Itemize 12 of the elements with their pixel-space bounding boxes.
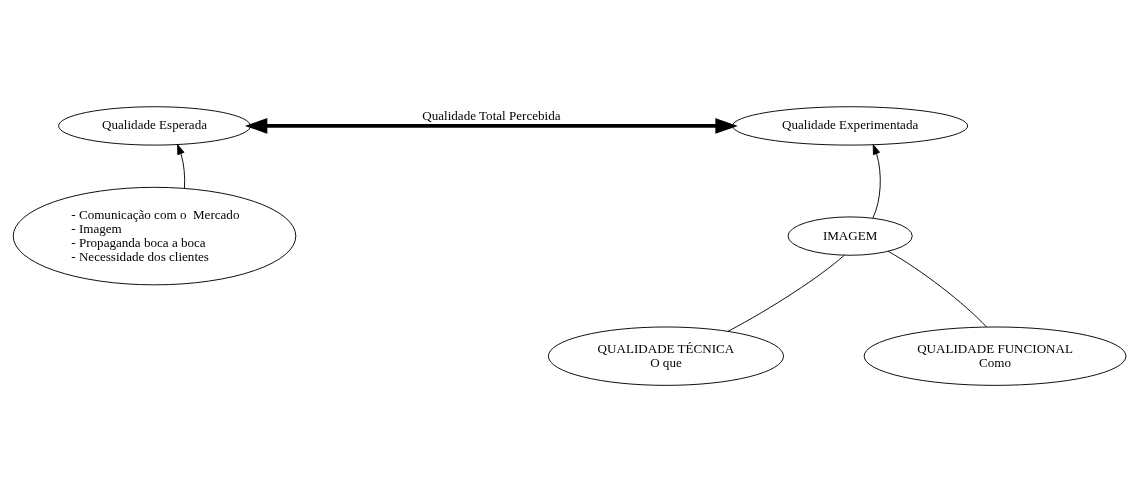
arrow xyxy=(872,143,881,218)
edge-label: Qualidade Total Percebida xyxy=(422,107,561,123)
node-ellipse: Qualidade Experimentada xyxy=(732,105,969,146)
node-ellipse: - Comunicação com o Mercado - Imagem - Propaganda boca a boca - Necessidade dos clientes xyxy=(12,186,297,285)
arrow xyxy=(177,143,186,189)
node-ellipse: IMAGEM xyxy=(787,215,913,256)
connector xyxy=(887,250,987,327)
node-ellipse: Qualidade Esperada xyxy=(58,105,251,146)
node-ellipse: QUALIDADE FUNCIONAL Como xyxy=(863,326,1127,386)
connector xyxy=(727,254,845,332)
node-ellipse: QUALIDADE TÉCNICA O que xyxy=(547,326,784,386)
arrow xyxy=(244,117,738,134)
